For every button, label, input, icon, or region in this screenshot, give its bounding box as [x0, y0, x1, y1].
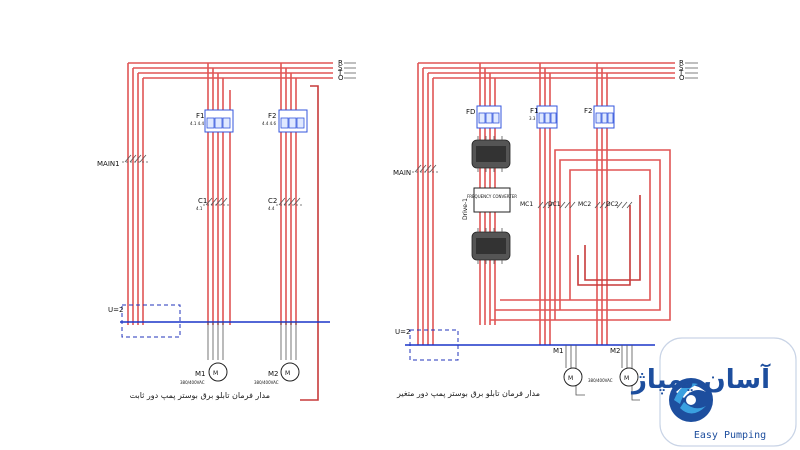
- left-terminal-block: U=2: [108, 304, 330, 338]
- left-f1-label: F1: [196, 112, 204, 120]
- left-m2-label: M2: [268, 370, 279, 378]
- left-terminal-label: U=2: [108, 306, 123, 314]
- right-diagram: R S T O MAIN: [393, 59, 698, 401]
- right-mc1-label: MC1: [520, 201, 533, 208]
- right-motor-m2: M M2: [610, 347, 639, 387]
- logo-name-en: Easy Pumping: [694, 430, 766, 441]
- right-motor-m1: M M1 380/400VAC: [553, 347, 613, 387]
- right-terminal-block: U=2: [395, 328, 655, 361]
- left-c1-label: C1: [198, 197, 207, 205]
- left-m1-label: M1: [195, 370, 206, 378]
- right-contactors: MC1 DC1 MC2 DC2: [520, 201, 633, 209]
- svg-text:M: M: [624, 375, 629, 382]
- left-contactor-c1: C1 4.1: [196, 197, 230, 211]
- left-m1-rating: 380/400VAC: [180, 380, 205, 385]
- right-fd-breaker: FD: [466, 105, 502, 129]
- left-motor-m1: M M1 380/400VAC: [180, 362, 228, 385]
- left-main-switch: MAIN1: [97, 154, 150, 168]
- right-f2-label: F2: [584, 107, 592, 115]
- left-caption: مدار فرمان تابلو برق بوستر پمپ دور ثابت: [130, 391, 270, 400]
- right-phase-s: S: [679, 64, 684, 72]
- left-f2-label: F2: [268, 112, 276, 120]
- left-c1-sub: 4.1: [196, 206, 203, 211]
- left-c2-label: C2: [268, 197, 277, 205]
- left-phase-r: R: [338, 59, 343, 67]
- right-input-filter: [471, 136, 511, 172]
- right-main-label: MAIN: [393, 169, 411, 177]
- left-f2-sub: 4.4 4.6: [262, 121, 276, 126]
- left-m2-rating: 380/400VAC: [254, 380, 279, 385]
- right-crosslink-wiring: [490, 149, 671, 321]
- left-phase-s: S: [338, 64, 343, 72]
- right-m1-label: M1: [553, 347, 564, 355]
- right-dc1-label: DC1: [548, 201, 561, 208]
- svg-text:M: M: [568, 375, 573, 382]
- vfd-label: Drive-1: [462, 198, 469, 220]
- logo-name-fa: آسان پمپاژ: [630, 363, 771, 395]
- right-phase-o: O: [679, 74, 685, 82]
- left-contactor-c2: C2 4.4: [268, 197, 303, 211]
- right-phase-r: R: [679, 59, 684, 67]
- right-f1-label: F1: [530, 107, 538, 115]
- logo-swirl-icon: [669, 378, 713, 422]
- left-motor-m2: M M2 380/400VAC: [254, 362, 300, 385]
- right-phase-labels: R S T O: [678, 59, 698, 82]
- brand-logo: آسان پمپاژ Easy Pumping: [630, 337, 797, 447]
- left-breaker-f1: F1 4.1 4.4: [190, 109, 234, 133]
- right-output-filter: [471, 228, 511, 264]
- left-main-label: MAIN1: [97, 160, 120, 168]
- right-frequency-converter: FREQUENCY CONVERTER Drive-1: [462, 187, 517, 220]
- right-dc2-label: DC2: [606, 201, 619, 208]
- left-phase-labels: R S T O: [337, 59, 356, 82]
- right-f1-sub: 3.3: [529, 116, 536, 121]
- right-breaker-f2: F2: [584, 105, 615, 129]
- right-breaker-f1: F1 3.3: [529, 105, 558, 129]
- left-phase-t: T: [337, 69, 343, 77]
- right-supply-lines: [417, 62, 675, 345]
- svg-text:M: M: [213, 370, 218, 377]
- right-m1-rating: 380/400VAC: [588, 378, 613, 383]
- left-c2-sub: 4.4: [268, 206, 275, 211]
- right-terminal-label: U=2: [395, 328, 410, 336]
- right-caption: مدار فرمان تابلو برق بوستر پمپ دور متغیر: [396, 389, 540, 398]
- right-fd-label: FD: [466, 108, 475, 116]
- right-m2-label: M2: [610, 347, 621, 355]
- left-supply-lines: [127, 62, 333, 325]
- vfd-text: FREQUENCY CONVERTER: [467, 194, 517, 199]
- left-breaker-f2: F2 4.4 4.6: [262, 109, 308, 133]
- right-main-switch: MAIN: [393, 164, 440, 177]
- left-phase-o: O: [338, 74, 344, 82]
- right-phase-t: T: [678, 69, 684, 77]
- right-mc2-label: MC2: [578, 201, 591, 208]
- left-diagram: R S T O MAIN1 F1 4.1 4.4: [97, 59, 356, 401]
- svg-text:M: M: [285, 370, 290, 377]
- left-f1-sub: 4.1 4.4: [190, 121, 204, 126]
